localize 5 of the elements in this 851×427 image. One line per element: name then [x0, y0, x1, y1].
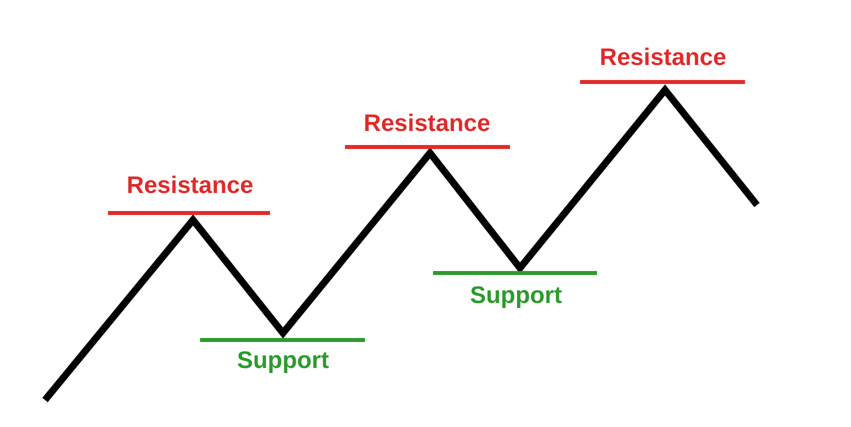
resistance-label: Resistance — [600, 44, 726, 72]
support-label: Support — [237, 347, 329, 375]
support-label: Support — [470, 282, 562, 310]
resistance-label: Resistance — [126, 172, 254, 200]
resistance-label: Resistance — [364, 110, 490, 138]
